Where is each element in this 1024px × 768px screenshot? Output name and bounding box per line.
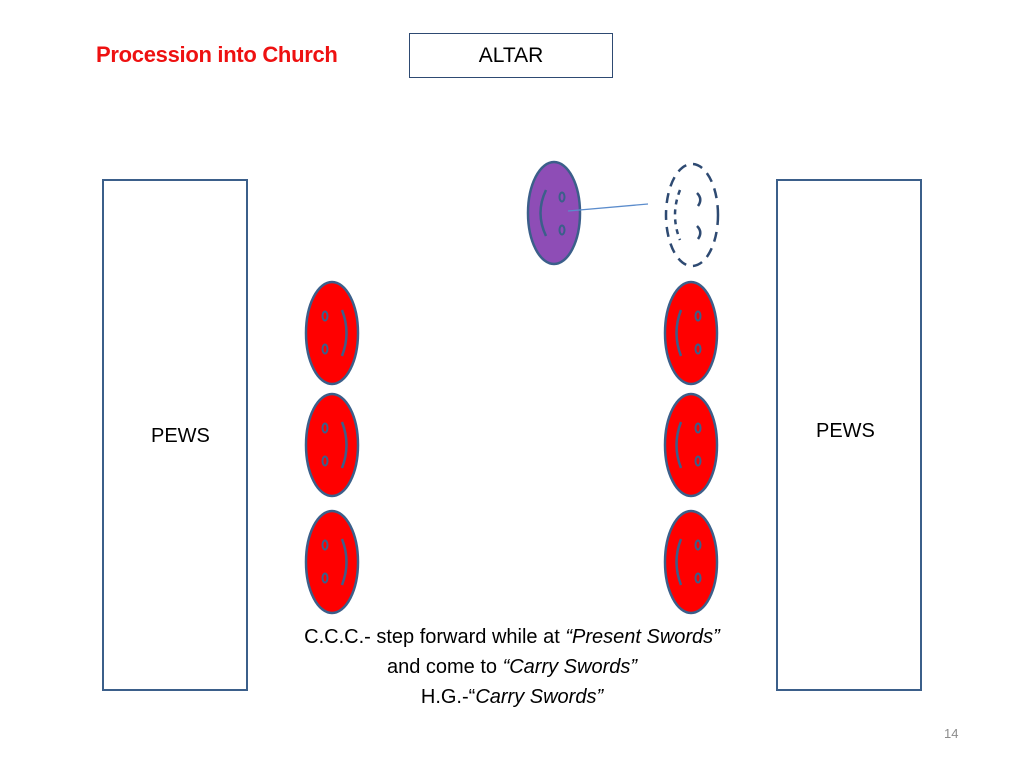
instruction-line-1-text: C.C.C.- step forward while at xyxy=(304,626,566,648)
member-left-1 xyxy=(304,280,360,386)
instruction-line-3-emphasis: Carry Swords” xyxy=(475,686,604,708)
pews-right: PEWS xyxy=(776,179,922,691)
instruction-line-2-text: and come to xyxy=(386,656,503,678)
pews-left: PEWS xyxy=(102,179,248,691)
member-left-3 xyxy=(304,509,360,615)
altar-label: ALTAR xyxy=(478,43,544,67)
member-right-3 xyxy=(663,509,719,615)
instructions-text: C.C.C.- step forward while at “Present S… xyxy=(247,622,777,712)
pews-right-label: PEWS xyxy=(816,420,875,442)
member-left-2 xyxy=(304,392,360,498)
member-right-1 xyxy=(663,280,719,386)
instruction-line-1-emphasis: “Present Swords” xyxy=(565,626,720,648)
leader-figure xyxy=(526,160,582,266)
target-position-figure xyxy=(664,162,720,268)
instruction-line-1: C.C.C.- step forward while at “Present S… xyxy=(247,622,777,652)
altar-box: ALTAR xyxy=(409,33,613,78)
pews-left-label: PEWS xyxy=(151,425,210,447)
instruction-line-2-emphasis: “Carry Swords” xyxy=(502,656,638,678)
member-right-2 xyxy=(663,392,719,498)
slide-title: Procession into Church xyxy=(96,42,338,67)
instruction-line-3: H.G.-“Carry Swords” xyxy=(247,682,777,712)
instruction-line-2: and come to “Carry Swords” xyxy=(247,652,777,682)
page-number: 14 xyxy=(944,726,959,741)
instruction-line-3-text: H.G.-“ xyxy=(420,686,476,708)
move-arrow-line xyxy=(567,203,649,212)
